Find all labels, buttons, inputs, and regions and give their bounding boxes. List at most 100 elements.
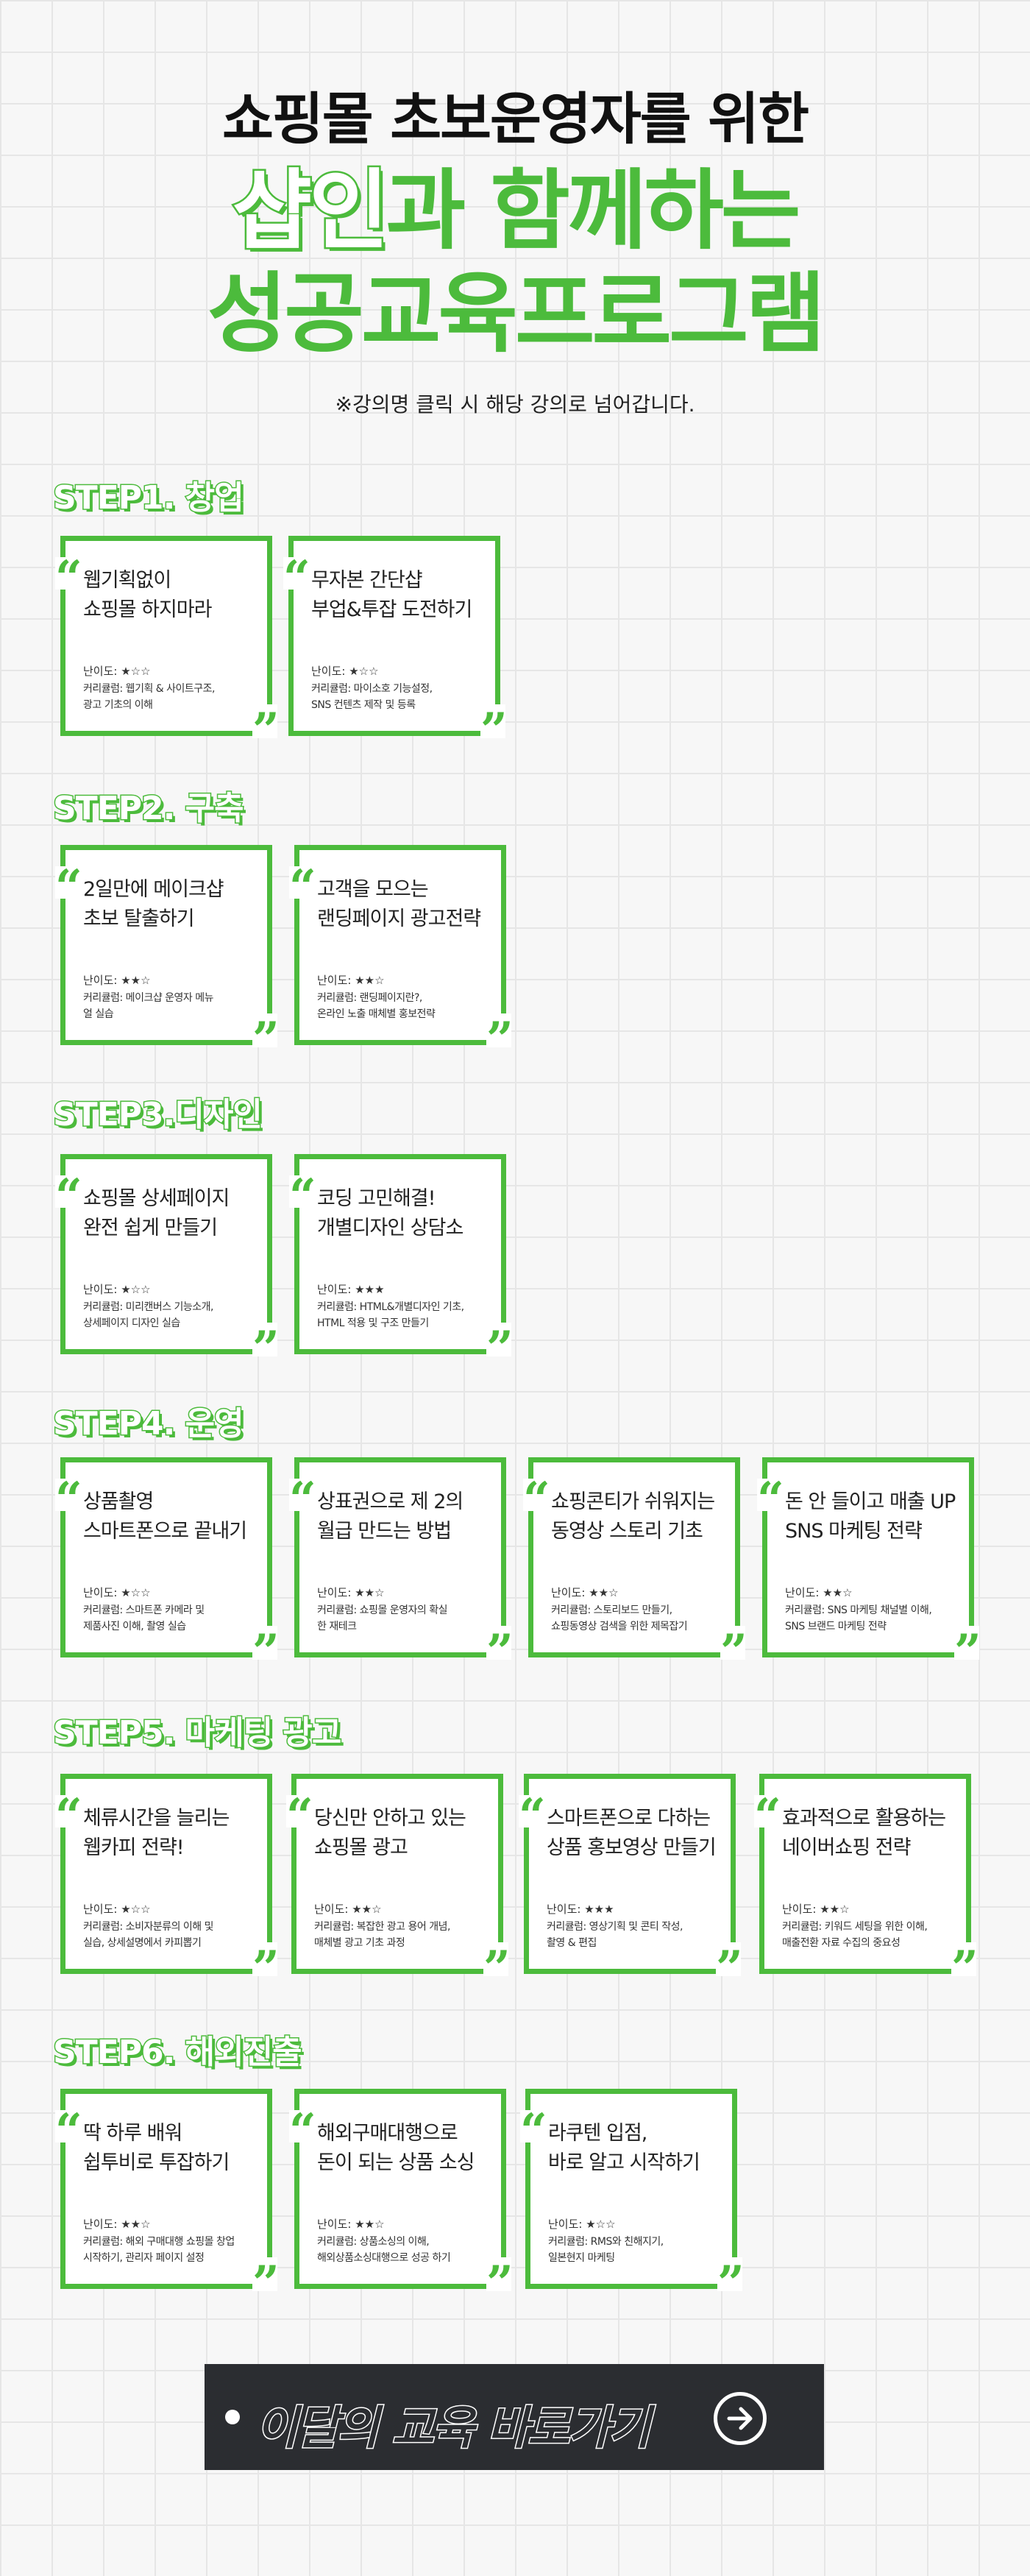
curriculum-line: 온라인 노출 매체별 홍보전략 <box>317 1008 436 1020</box>
curriculum-line: 쇼핑동영상 검색을 위한 제목잡기 <box>551 1621 688 1632</box>
course-curriculum: 커리큘럼: 마이소호 기능설정,SNS 컨텐츠 제작 및 등록 <box>311 681 466 713</box>
quote-close-icon: ” <box>252 1941 280 1996</box>
curriculum-line: 한 재테크 <box>317 1621 357 1632</box>
quote-open-icon: “ <box>289 1472 316 1527</box>
hero-title-line-2: 성공교육프로그램 <box>207 263 825 364</box>
course-title[interactable]: 라쿠텐 입점,바로 알고 시작하기 <box>548 2119 723 2178</box>
curriculum-line: SNS 브랜드 마케팅 전략 <box>785 1621 887 1632</box>
course-title-line: 월급 만드는 방법 <box>317 1520 452 1543</box>
course-title-line: 스마트폰으로 다하는 <box>547 1807 711 1830</box>
course-title-line: 체류시간을 늘리는 <box>83 1807 230 1830</box>
curriculum-line: 커리큘럼: HTML&개별디자인 기초, <box>317 1301 464 1313</box>
curriculum-line: 상세페이지 디자인 실습 <box>83 1317 180 1329</box>
quote-close-icon: ” <box>486 2256 514 2311</box>
course-difficulty: 난이도: ★★☆ <box>314 1903 382 1916</box>
quote-close-icon: ” <box>954 1624 981 1680</box>
quote-open-icon: “ <box>55 1169 82 1224</box>
course-curriculum: 커리큘럼: 웹기획 & 사이트구조, 광고 기초의 이해 <box>83 681 238 713</box>
course-curriculum: 커리큘럼: 영상기획 및 콘티 작성,촬영 & 편집 <box>547 1919 701 1951</box>
course-title-line: 2일만에 메이크샵 <box>83 878 224 901</box>
quote-close-icon: ” <box>252 1624 280 1680</box>
course-curriculum: 커리큘럼: RMS와 친해지기,일본현지 마케팅 <box>548 2234 703 2266</box>
monthly-education-cta-button[interactable]: 이달의 교육 바로가기 <box>205 2364 824 2470</box>
quote-open-icon: “ <box>283 551 310 606</box>
curriculum-line: 광고 기초의 이해 <box>83 699 153 711</box>
quote-close-icon: ” <box>252 703 280 758</box>
course-curriculum: 커리큘럼: 미리캔버스 기능소개, 상세페이지 디자인 실습 <box>83 1299 238 1331</box>
curriculum-line: 커리큘럼: 스토리보드 만들기, <box>551 1604 672 1616</box>
step-6-title: STEP6. 해외진출 <box>52 2033 304 2073</box>
course-difficulty: 난이도: ★★☆ <box>782 1903 850 1916</box>
course-title-line: 무자본 간단샵 <box>311 569 423 592</box>
course-card[interactable]: “ 라쿠텐 입점,바로 알고 시작하기 난이도: ★☆☆ 커리큘럼: RMS와 … <box>520 2089 745 2310</box>
curriculum-line: 커리큘럼: 웹기획 & 사이트구조, <box>83 683 216 695</box>
quote-close-icon: ” <box>486 1321 514 1376</box>
course-curriculum: 커리큘럼: 랜딩페이지란?,온라인 노출 매체별 홍보전략 <box>317 990 472 1022</box>
course-card[interactable]: “ 코딩 고민해결!개별디자인 상담소 난이도: ★★★ 커리큘럼: HTML&… <box>289 1154 514 1376</box>
curriculum-line: 커리큘럼: 쇼핑몰 운영자의 확실 <box>317 1604 448 1616</box>
quote-open-icon: “ <box>55 860 82 915</box>
curriculum-line: 시작하기, 관리자 페이지 설정 <box>83 2252 205 2264</box>
curriculum-line: 커리큘럼: 미리캔버스 기능소개, <box>83 1301 214 1313</box>
curriculum-line: 커리큘럼: 메이크샵 운영자 메뉴 <box>83 992 214 1004</box>
bullet-dot-icon <box>225 2410 240 2424</box>
curriculum-line: 커리큘럼: 영상기획 및 콘티 작성, <box>547 1921 683 1933</box>
hero-note: ※강의명 클릭 시 해당 강의로 넘어갑니다. <box>335 392 695 417</box>
course-difficulty: 난이도: ★★☆ <box>317 1586 385 1599</box>
course-curriculum: 커리큘럼: 키워드 세팅을 위한 이해,매출전환 자료 수집의 중요성 <box>782 1919 937 1951</box>
course-title-line: 스마트폰으로 끝내기 <box>83 1520 247 1543</box>
course-difficulty: 난이도: ★★☆ <box>317 2218 385 2231</box>
quote-open-icon: “ <box>519 1788 546 1844</box>
course-difficulty: 난이도: ★★☆ <box>317 974 385 987</box>
curriculum-line: 커리큘럼: 소비자분류의 이해 및 <box>83 1921 214 1933</box>
step-5-title: STEP5. 마케팅 광고 <box>52 1713 342 1753</box>
course-title-line: 부업&투잡 도전하기 <box>311 598 472 621</box>
curriculum-line: 커리큘럼: RMS와 친해지기, <box>548 2236 664 2248</box>
quote-open-icon: “ <box>289 860 316 915</box>
quote-open-icon: “ <box>55 1788 82 1844</box>
curriculum-line: 커리큘럼: 스마트폰 카메라 및 <box>83 1604 205 1616</box>
course-title[interactable]: 코딩 고민해결!개별디자인 상담소 <box>317 1184 492 1243</box>
quote-close-icon: ” <box>717 2256 745 2311</box>
quote-close-icon: ” <box>951 1941 979 1996</box>
brand-name: 샵인 <box>230 160 391 261</box>
curriculum-line: 커리큘럼: 키워드 세팅을 위한 이해, <box>782 1921 928 1933</box>
course-title-line: 상표권으로 제 2의 <box>317 1490 464 1513</box>
quote-close-icon: ” <box>486 1012 514 1067</box>
arrow-right-circle-icon[interactable] <box>714 2392 767 2445</box>
course-difficulty: 난이도: ★★☆ <box>551 1586 619 1599</box>
course-title-line: 고객을 모으는 <box>317 878 429 901</box>
course-difficulty: 난이도: ★☆☆ <box>83 1283 151 1296</box>
course-title-line: 효과적으로 활용하는 <box>782 1807 946 1830</box>
